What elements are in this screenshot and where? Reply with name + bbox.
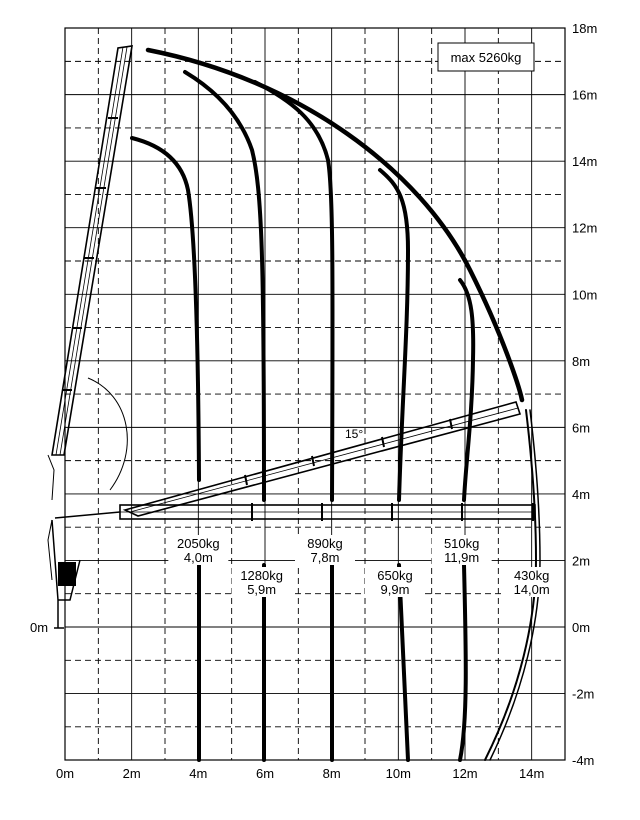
x-tick-label: 0m — [56, 766, 74, 781]
y-tick-left-zero: 0m — [30, 620, 48, 635]
load-label-bg — [231, 567, 292, 597]
load-value: 2050kg — [177, 536, 220, 551]
x-tick-label: 6m — [256, 766, 274, 781]
load-value: 1280kg — [240, 568, 283, 583]
x-tick-label: 10m — [386, 766, 411, 781]
max-load-box — [437, 42, 535, 72]
x-tick-label: 4m — [189, 766, 207, 781]
load-curve-510kg — [458, 278, 476, 762]
load-value: 650kg — [377, 568, 412, 583]
load-radius: 5,9m — [247, 582, 276, 597]
crane-base — [51, 511, 121, 629]
reach-envelope-lower — [484, 409, 538, 761]
y-axis-ticks: 18m 16m 14m 12m 10m 8m 6m 4m 2m 0m -2m -4m — [572, 21, 597, 768]
max-load-label: max 5260kg — [451, 50, 522, 65]
x-tick-label: 8m — [323, 766, 341, 781]
load-value: 890kg — [307, 536, 342, 551]
x-axis-ticks: 0m 2m 4m 6m 8m 10m 12m 14m — [56, 766, 544, 781]
load-curve-650kg — [378, 168, 411, 762]
load-radius: 9,9m — [381, 582, 410, 597]
y-tick-label: 2m — [572, 553, 590, 568]
load-label-bg — [168, 535, 229, 565]
y-tick-label: 12m — [572, 221, 597, 236]
crane-drawing — [47, 45, 536, 629]
load-radius: 14,0m — [514, 582, 550, 597]
load-curve-890kg — [253, 80, 335, 762]
y-tick-label: 10m — [572, 287, 597, 302]
y-tick-label: -2m — [572, 687, 594, 702]
y-tick-label: 4m — [572, 487, 590, 502]
load-radius: 4,0m — [184, 550, 213, 565]
x-tick-label: 14m — [519, 766, 544, 781]
plot-frame — [64, 27, 566, 761]
reach-envelope-lower2 — [489, 409, 541, 761]
load-value: 510kg — [444, 536, 479, 551]
x-tick-label: 12m — [452, 766, 477, 781]
load-radius: 11,9m — [444, 550, 479, 565]
slew-arc — [87, 377, 128, 491]
boom-15deg — [122, 401, 522, 517]
y-tick-label: 16m — [572, 88, 597, 103]
load-value: 430kg — [514, 568, 549, 583]
y-tick-label: 18m — [572, 21, 597, 36]
reach-envelope-curve — [145, 47, 525, 403]
load-curve-2050kg — [130, 136, 201, 762]
y-tick-label: 6m — [572, 420, 590, 435]
load-label-bg — [501, 567, 562, 597]
y-tick-label: 14m — [572, 154, 597, 169]
load-curve-1280kg — [183, 70, 266, 762]
x-tick-label: 2m — [123, 766, 141, 781]
load-curves — [130, 47, 541, 762]
y-tick-label: 0m — [572, 620, 590, 635]
angle-label: 15° — [345, 427, 363, 441]
y-tick-label: 8m — [572, 354, 590, 369]
labels: max 5260kg 15° — [345, 42, 535, 441]
grid — [65, 28, 565, 760]
crane-winch — [58, 562, 76, 586]
y-tick-label: -4m — [572, 753, 594, 768]
load-label-bg — [431, 535, 492, 565]
load-label-bg — [295, 535, 355, 565]
load-label-bg — [365, 567, 425, 597]
load-radius: 7,8m — [311, 550, 340, 565]
